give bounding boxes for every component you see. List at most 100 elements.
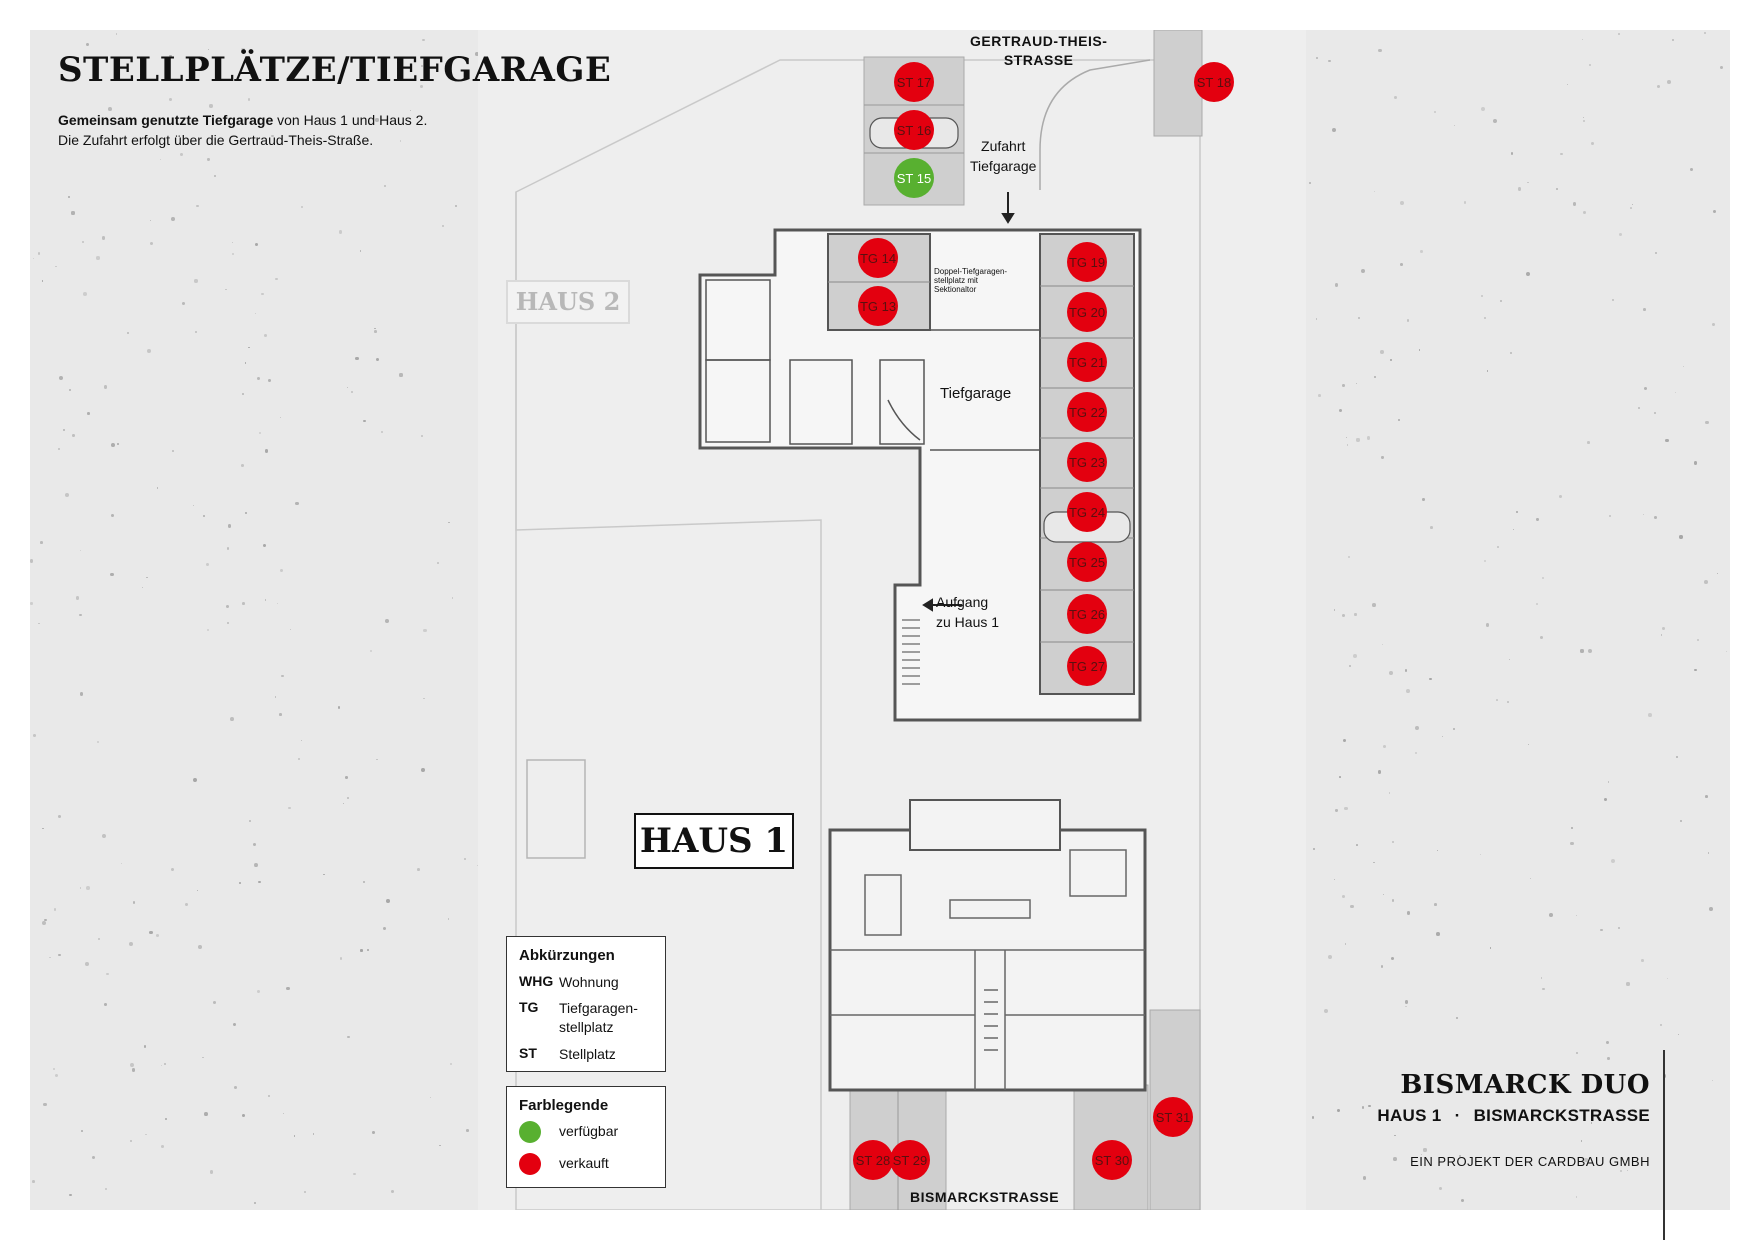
speckle	[116, 443, 119, 446]
speckle	[338, 230, 342, 234]
speckle	[1704, 32, 1707, 35]
speckle	[103, 385, 107, 389]
speckle	[196, 204, 199, 207]
speckle	[1361, 1106, 1365, 1109]
house2-label: HAUS 2	[506, 280, 630, 324]
speckle	[1558, 494, 1563, 499]
speckle	[63, 429, 65, 431]
speckle	[1366, 436, 1371, 441]
speckle	[1712, 210, 1717, 214]
speckle	[146, 348, 151, 353]
speckle	[69, 117, 74, 122]
speckle	[149, 219, 152, 221]
speckle	[297, 757, 301, 760]
speckle	[203, 514, 206, 517]
speckle	[449, 1062, 453, 1065]
speckle	[161, 1065, 163, 1067]
speckle	[1580, 649, 1584, 653]
speckle	[192, 504, 194, 507]
speckle	[448, 918, 450, 920]
speckle	[1626, 1169, 1628, 1171]
spot-status-dot	[894, 158, 934, 198]
speckle	[33, 257, 35, 259]
speckle	[409, 109, 412, 112]
speckle	[179, 153, 183, 157]
parking-spot-tg-13: TG 13	[858, 286, 898, 326]
speckle	[1641, 959, 1644, 962]
speckle	[1388, 792, 1391, 795]
speckle	[373, 330, 377, 334]
speckle	[72, 434, 75, 438]
speckle	[346, 387, 348, 389]
speckle	[1530, 878, 1532, 880]
speckle	[206, 629, 209, 632]
speckle	[131, 1068, 135, 1072]
speckle	[475, 52, 479, 56]
speckle	[1679, 819, 1682, 822]
speckle	[156, 933, 160, 937]
speckle	[1342, 738, 1347, 743]
speckle	[44, 918, 47, 921]
speckle	[1404, 669, 1408, 672]
speckle	[68, 388, 72, 391]
speckle	[1344, 806, 1348, 810]
speckle	[1434, 903, 1437, 906]
legend-sold: verkauft	[559, 1155, 609, 1171]
speckle	[257, 989, 261, 993]
speckle	[400, 140, 402, 142]
speckle	[85, 42, 90, 47]
speckle	[110, 443, 115, 447]
spot-label: TG 24	[1069, 505, 1105, 520]
speckle	[1535, 603, 1538, 605]
spot-label: ST 30	[1095, 1153, 1129, 1168]
speckle	[248, 98, 251, 101]
speckle	[1342, 383, 1345, 387]
speckle	[59, 376, 64, 381]
page-subtitle: Gemeinsam genutzte Tiefgarage von Haus 1…	[58, 110, 427, 150]
parking-spot-st-18: ST 18	[1194, 62, 1234, 102]
speckle	[1619, 1169, 1622, 1172]
speckle	[1527, 744, 1529, 746]
speckle	[288, 806, 291, 810]
speckle	[342, 802, 345, 805]
legend-abbr-st: ST	[519, 1045, 537, 1061]
speckle	[196, 889, 199, 892]
speckle	[106, 972, 109, 976]
speckle	[1570, 826, 1574, 829]
speckle	[1575, 1051, 1579, 1055]
speckle	[1500, 300, 1503, 302]
street-label-bottom: BISMARCKSTRASSE	[910, 1189, 1060, 1205]
speckle	[1631, 203, 1634, 206]
spot-status-dot	[1067, 342, 1107, 382]
speckle	[1414, 726, 1419, 731]
speckle	[382, 927, 387, 931]
speckle	[148, 930, 153, 935]
speckle	[293, 1135, 296, 1137]
speckle	[1339, 776, 1341, 778]
speckle	[347, 1035, 350, 1039]
speckle	[1356, 844, 1358, 846]
speckle	[53, 908, 57, 911]
speckle	[281, 674, 284, 678]
speckle	[437, 562, 439, 564]
speckle	[1660, 1024, 1662, 1026]
speckle	[31, 1179, 35, 1183]
brand-project: EIN PROJEKT DER CARDBAU GMBH	[1410, 1154, 1650, 1169]
speckle	[1453, 727, 1456, 730]
speckle	[1463, 201, 1466, 204]
speckle	[1420, 1153, 1422, 1155]
speckle	[172, 450, 175, 452]
speckle	[1694, 668, 1697, 672]
spot-status-dot	[1067, 442, 1107, 482]
speckle	[1344, 943, 1347, 945]
speckle	[1617, 926, 1621, 929]
speckle	[163, 1062, 167, 1066]
speckle	[1486, 370, 1489, 372]
speckle	[1397, 419, 1401, 422]
spot-label: ST 18	[1197, 75, 1231, 90]
speckle	[1690, 167, 1694, 171]
speckle	[1725, 650, 1728, 653]
speckle	[1406, 688, 1411, 693]
speckle	[1679, 535, 1683, 539]
speckle	[1583, 211, 1587, 215]
